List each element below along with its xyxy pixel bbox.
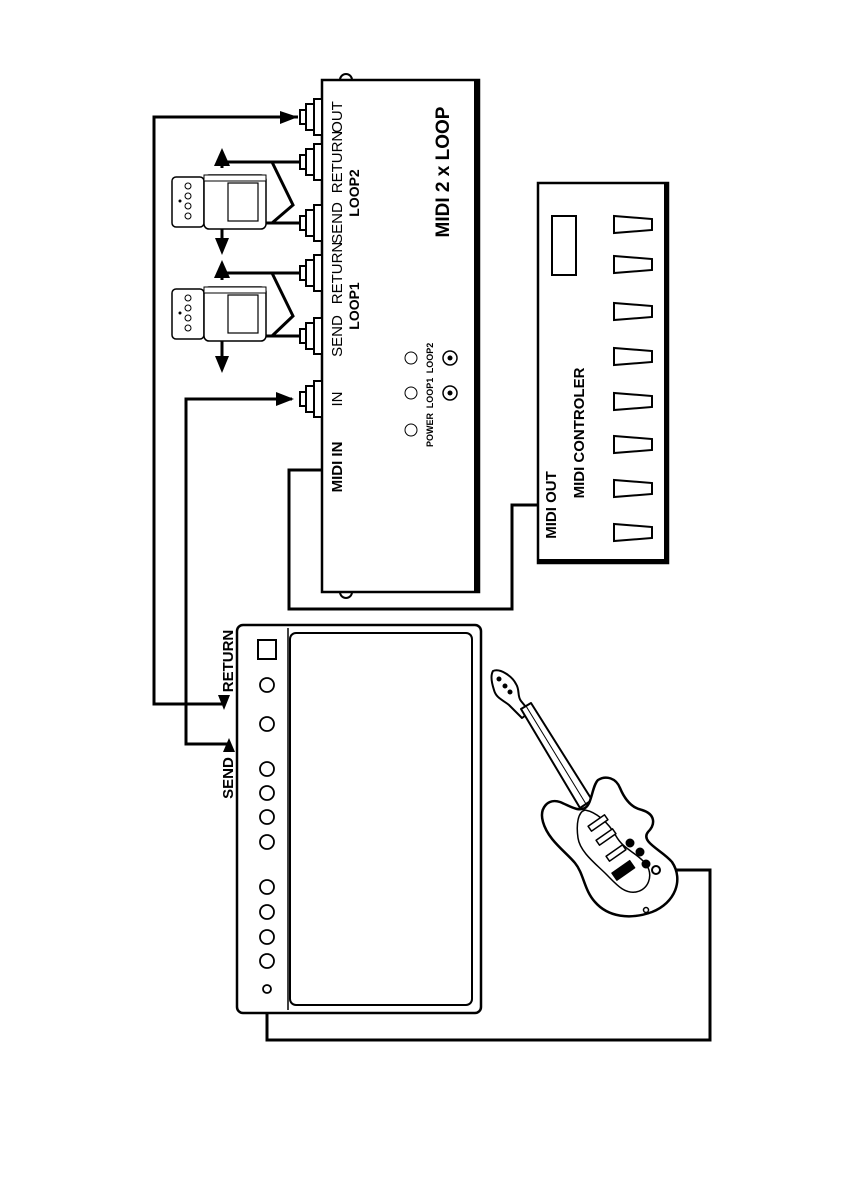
controller-switch-8[interactable] (614, 524, 652, 541)
knob-icon (185, 213, 191, 219)
footswitch-loop1[interactable] (443, 386, 457, 400)
footswitch-loop2[interactable] (443, 351, 457, 365)
arrow-into-out (280, 111, 298, 124)
amp-knob[interactable] (260, 835, 274, 849)
label-led-power: POWER (425, 413, 435, 448)
amp-knob[interactable] (260, 880, 274, 894)
amp-knob[interactable] (260, 954, 274, 968)
jack-out[interactable] (300, 99, 322, 135)
jack-send1[interactable] (300, 318, 322, 354)
arrow-loop1-bottom (215, 356, 229, 373)
arrow-into-in (276, 392, 294, 406)
label-led-loop1: LOOP1 (425, 378, 435, 409)
amp-knob[interactable] (260, 762, 274, 776)
jacks (300, 99, 322, 417)
label-midi-out: MIDI OUT (543, 471, 560, 539)
jack-return1[interactable] (300, 255, 322, 291)
label-loop1: LOOP1 (346, 282, 362, 330)
loop-unit-title: MIDI 2 x LOOP (433, 106, 454, 237)
controller-switch-1[interactable] (614, 216, 652, 233)
label-amp-return: RETURN (220, 630, 237, 693)
knob-icon (185, 325, 191, 331)
jack-send2[interactable] (300, 205, 322, 241)
led-power (405, 424, 417, 436)
label-in: IN (329, 392, 346, 407)
led-loop1 (405, 387, 417, 399)
label-led-loop2: LOOP2 (425, 343, 435, 374)
knob-icon (185, 295, 191, 301)
controller-switch-4[interactable] (614, 348, 652, 365)
guitar-icon (491, 670, 677, 916)
label-out: OUT (329, 101, 346, 133)
led-loop2 (405, 352, 417, 364)
label-return2: RETURN (329, 131, 346, 194)
controller-switch-5[interactable] (614, 393, 652, 410)
label-midi-in: MIDI IN (329, 442, 346, 493)
label-loop2: LOOP2 (346, 169, 362, 217)
cable-loop1-return (222, 273, 305, 280)
cable-loop2-cross (272, 162, 293, 223)
loop-unit: OUT RETURN SEND RETURN SEND IN LOOP2 LOO… (300, 74, 479, 598)
controller-title: MIDI CONTROLER (571, 367, 588, 498)
jack-in[interactable] (300, 381, 322, 417)
amp-knob[interactable] (260, 905, 274, 919)
amp-knob[interactable] (260, 717, 274, 731)
amp-power-switch[interactable] (258, 640, 276, 659)
label-return1: RETURN (329, 242, 346, 305)
controller-switch-7[interactable] (614, 480, 652, 497)
controller-switch-3[interactable] (614, 303, 652, 320)
controller-display (552, 216, 576, 275)
arrow-loop2-bottom (215, 238, 229, 255)
amplifier: RETURN SEND (220, 625, 481, 1013)
amp-knob[interactable] (260, 810, 274, 824)
amp-input-jack[interactable] (263, 985, 271, 993)
knob-icon (185, 183, 191, 189)
jack-return2[interactable] (300, 144, 322, 180)
amp-knob[interactable] (260, 930, 274, 944)
arrow-loop2-top (214, 148, 230, 166)
label-send2: SEND (329, 202, 346, 244)
knob-icon (185, 315, 191, 321)
label-amp-send: SEND (220, 757, 237, 799)
label-send1: SEND (329, 315, 346, 357)
arrow-loop1-top (214, 260, 230, 278)
knob-icon (185, 203, 191, 209)
knob-icon (185, 193, 191, 199)
pedal-loop1 (172, 287, 266, 341)
controller-switch-2[interactable] (614, 256, 652, 273)
loop-unit-side (474, 80, 479, 592)
pedal-loop2 (172, 175, 266, 229)
amp-knob[interactable] (260, 678, 274, 692)
cable-loop1-cross (272, 273, 293, 336)
knob-icon (185, 305, 191, 311)
cable-loop2-return (222, 162, 305, 168)
controller-switch-6[interactable] (614, 436, 652, 453)
amp-knob[interactable] (260, 786, 274, 800)
amp-speaker-panel (290, 633, 472, 1005)
midi-controller: MIDI CONTROLER MIDI OUT (538, 183, 668, 563)
